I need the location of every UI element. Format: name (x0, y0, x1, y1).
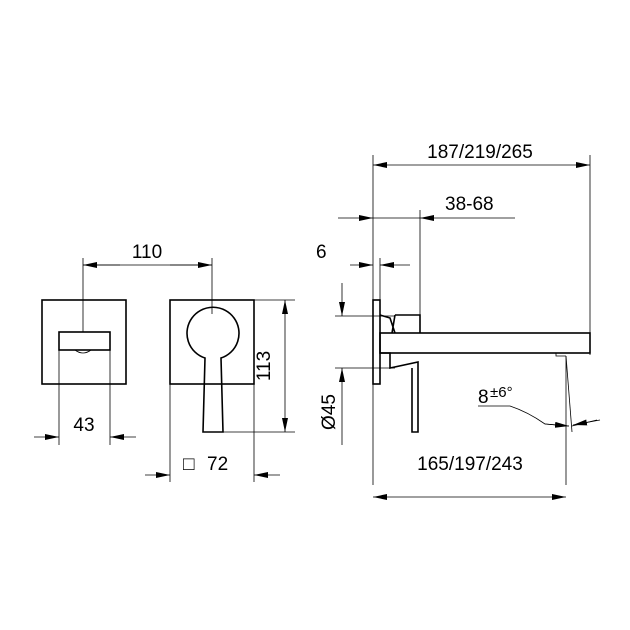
dim-spout-length: 165/197/243 (417, 454, 523, 475)
dim-plate-size-symbol: □ (183, 454, 195, 475)
dim-plate-height: 113 (254, 351, 275, 381)
dim-angle-tolerance: ±6° (490, 384, 513, 401)
side-view: 187/219/265 38-68 6 Ø45 165/197/243 8 ±6… (316, 142, 601, 500)
dim-outlet-width: 43 (73, 415, 94, 436)
dim-wall-range: 38-68 (445, 194, 494, 215)
front-view-spout: 43 (34, 258, 136, 445)
dim-total-length: 187/219/265 (427, 142, 533, 163)
dim-center-distance: 110 (132, 242, 162, 263)
dim-plate-size: 72 (207, 454, 228, 475)
dim-diameter: Ø45 (319, 394, 340, 430)
dim-angle: 8 (478, 387, 489, 408)
front-view-mixer: 113 □ 72 110 (83, 242, 295, 482)
dim-plate-thickness: 6 (316, 242, 327, 263)
